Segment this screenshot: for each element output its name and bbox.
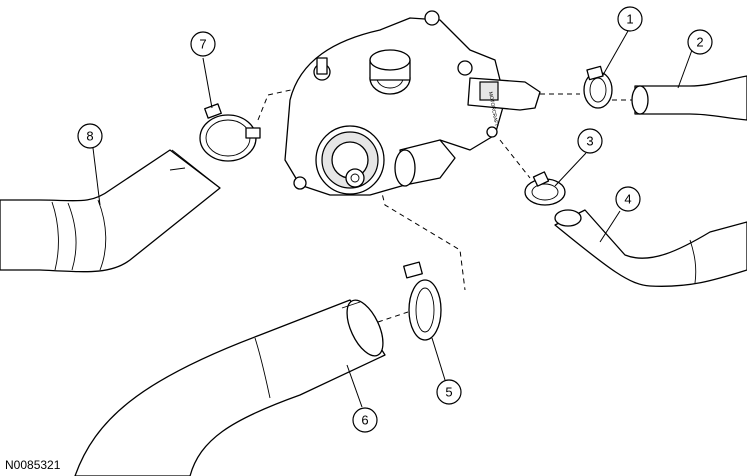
clamp-1 xyxy=(583,65,613,109)
water-pump-housing xyxy=(284,10,541,196)
callout-2-label: 2 xyxy=(696,35,703,50)
callout-1-label: 1 xyxy=(626,12,633,27)
hose-6 xyxy=(74,299,386,476)
hose-2 xyxy=(631,75,747,121)
clamp-7 xyxy=(199,103,261,162)
callout-leaders xyxy=(92,30,693,408)
hose-4 xyxy=(554,209,747,287)
callout-2: 2 xyxy=(687,29,713,55)
clamp-5 xyxy=(403,261,442,341)
callout-6: 6 xyxy=(352,407,378,433)
callout-1: 1 xyxy=(617,6,643,32)
callout-7-label: 7 xyxy=(199,37,206,52)
callout-4: 4 xyxy=(615,186,641,212)
callout-4-label: 4 xyxy=(624,192,631,207)
figure-id: N0085321 xyxy=(5,458,61,472)
hose-8 xyxy=(0,149,221,273)
callout-3-label: 3 xyxy=(586,134,593,149)
callout-8-label: 8 xyxy=(86,129,93,144)
callout-5: 5 xyxy=(436,379,462,405)
callout-6-label: 6 xyxy=(361,413,368,428)
callout-8: 8 xyxy=(77,123,103,149)
callout-5-label: 5 xyxy=(445,385,452,400)
callout-3: 3 xyxy=(577,128,603,154)
clamp-3 xyxy=(524,171,566,206)
callout-7: 7 xyxy=(190,31,216,57)
